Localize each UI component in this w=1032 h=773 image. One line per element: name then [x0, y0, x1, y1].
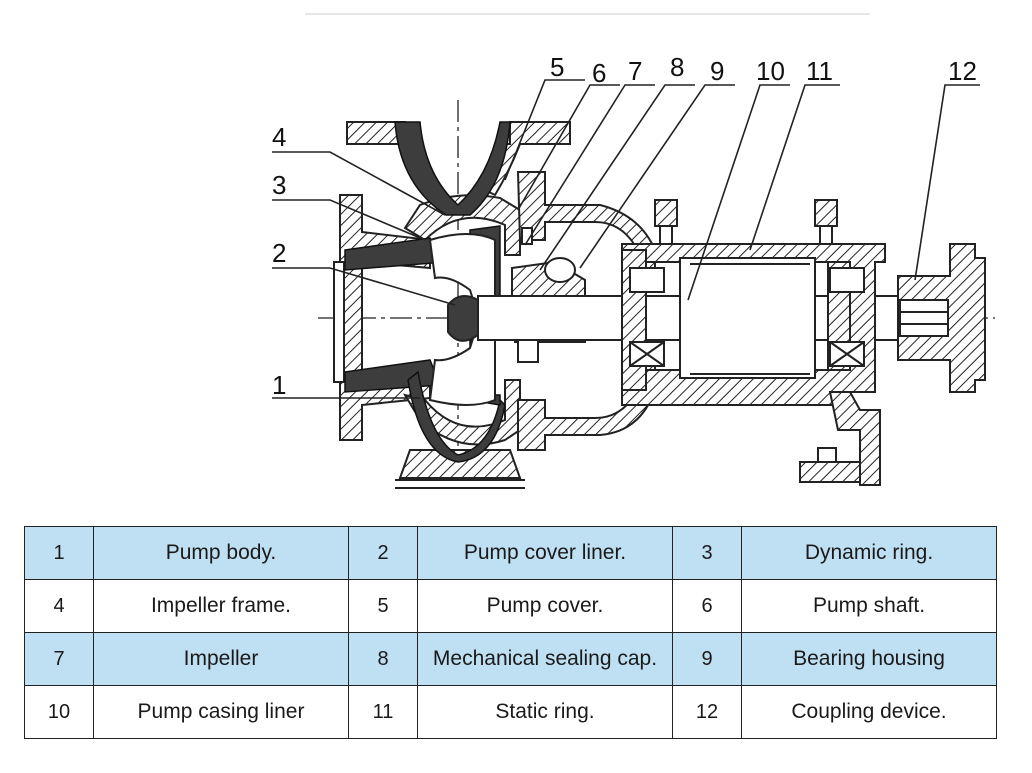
table-row: 1 Pump body. 2 Pump cover liner. 3 Dynam…	[24, 526, 997, 580]
callout-7: 7	[628, 56, 642, 86]
part-name: Coupling device.	[741, 685, 997, 739]
part-number: 8	[348, 632, 418, 686]
coupling-device	[897, 243, 986, 393]
callout-numbers: 1 2 3 4 5 6 7 8 9 10 11 12	[272, 52, 977, 400]
callout-11: 11	[806, 56, 833, 86]
part-number: 6	[672, 579, 742, 633]
part-name: Pump shaft.	[741, 579, 997, 633]
impeller	[428, 233, 496, 406]
table-row: 4 Impeller frame. 5 Pump cover. 6 Pump s…	[24, 579, 997, 633]
part-name: Bearing housing	[741, 632, 997, 686]
part-number: 12	[672, 685, 742, 739]
table-row: 7 Impeller 8 Mechanical sealing cap. 9 B…	[24, 632, 997, 686]
part-number: 2	[348, 526, 418, 580]
part-number: 3	[672, 526, 742, 580]
part-name: Static ring.	[417, 685, 673, 739]
part-number: 7	[24, 632, 94, 686]
callout-6: 6	[592, 58, 606, 88]
pump-cross-section-diagram: 1 2 3 4 5 6 7 8 9 10 11 12	[272, 13, 995, 489]
callout-5: 5	[550, 52, 564, 82]
callout-12: 12	[948, 56, 977, 86]
part-name: Dynamic ring.	[741, 526, 997, 580]
part-number: 11	[348, 685, 418, 739]
part-number: 10	[24, 685, 94, 739]
part-name: Impeller frame.	[93, 579, 349, 633]
callout-3: 3	[272, 170, 286, 200]
table-row: 10 Pump casing liner 11 Static ring. 12 …	[24, 685, 997, 739]
bearing-housing	[621, 199, 886, 486]
parts-legend-table: 1 Pump body. 2 Pump cover liner. 3 Dynam…	[24, 526, 997, 739]
part-number: 9	[672, 632, 742, 686]
part-name: Pump cover liner.	[417, 526, 673, 580]
callout-8: 8	[670, 52, 684, 82]
callout-1: 1	[272, 370, 286, 400]
part-number: 5	[348, 579, 418, 633]
part-name: Pump casing liner	[93, 685, 349, 739]
part-name: Mechanical sealing cap.	[417, 632, 673, 686]
callout-4: 4	[272, 122, 286, 152]
leader-lines	[272, 79, 980, 399]
callout-2: 2	[272, 238, 286, 268]
part-name: Pump body.	[93, 526, 349, 580]
part-number: 4	[24, 579, 94, 633]
part-name: Pump cover.	[417, 579, 673, 633]
part-number: 1	[24, 526, 94, 580]
callout-9: 9	[710, 56, 724, 86]
part-name: Impeller	[93, 632, 349, 686]
callout-10: 10	[756, 56, 785, 86]
